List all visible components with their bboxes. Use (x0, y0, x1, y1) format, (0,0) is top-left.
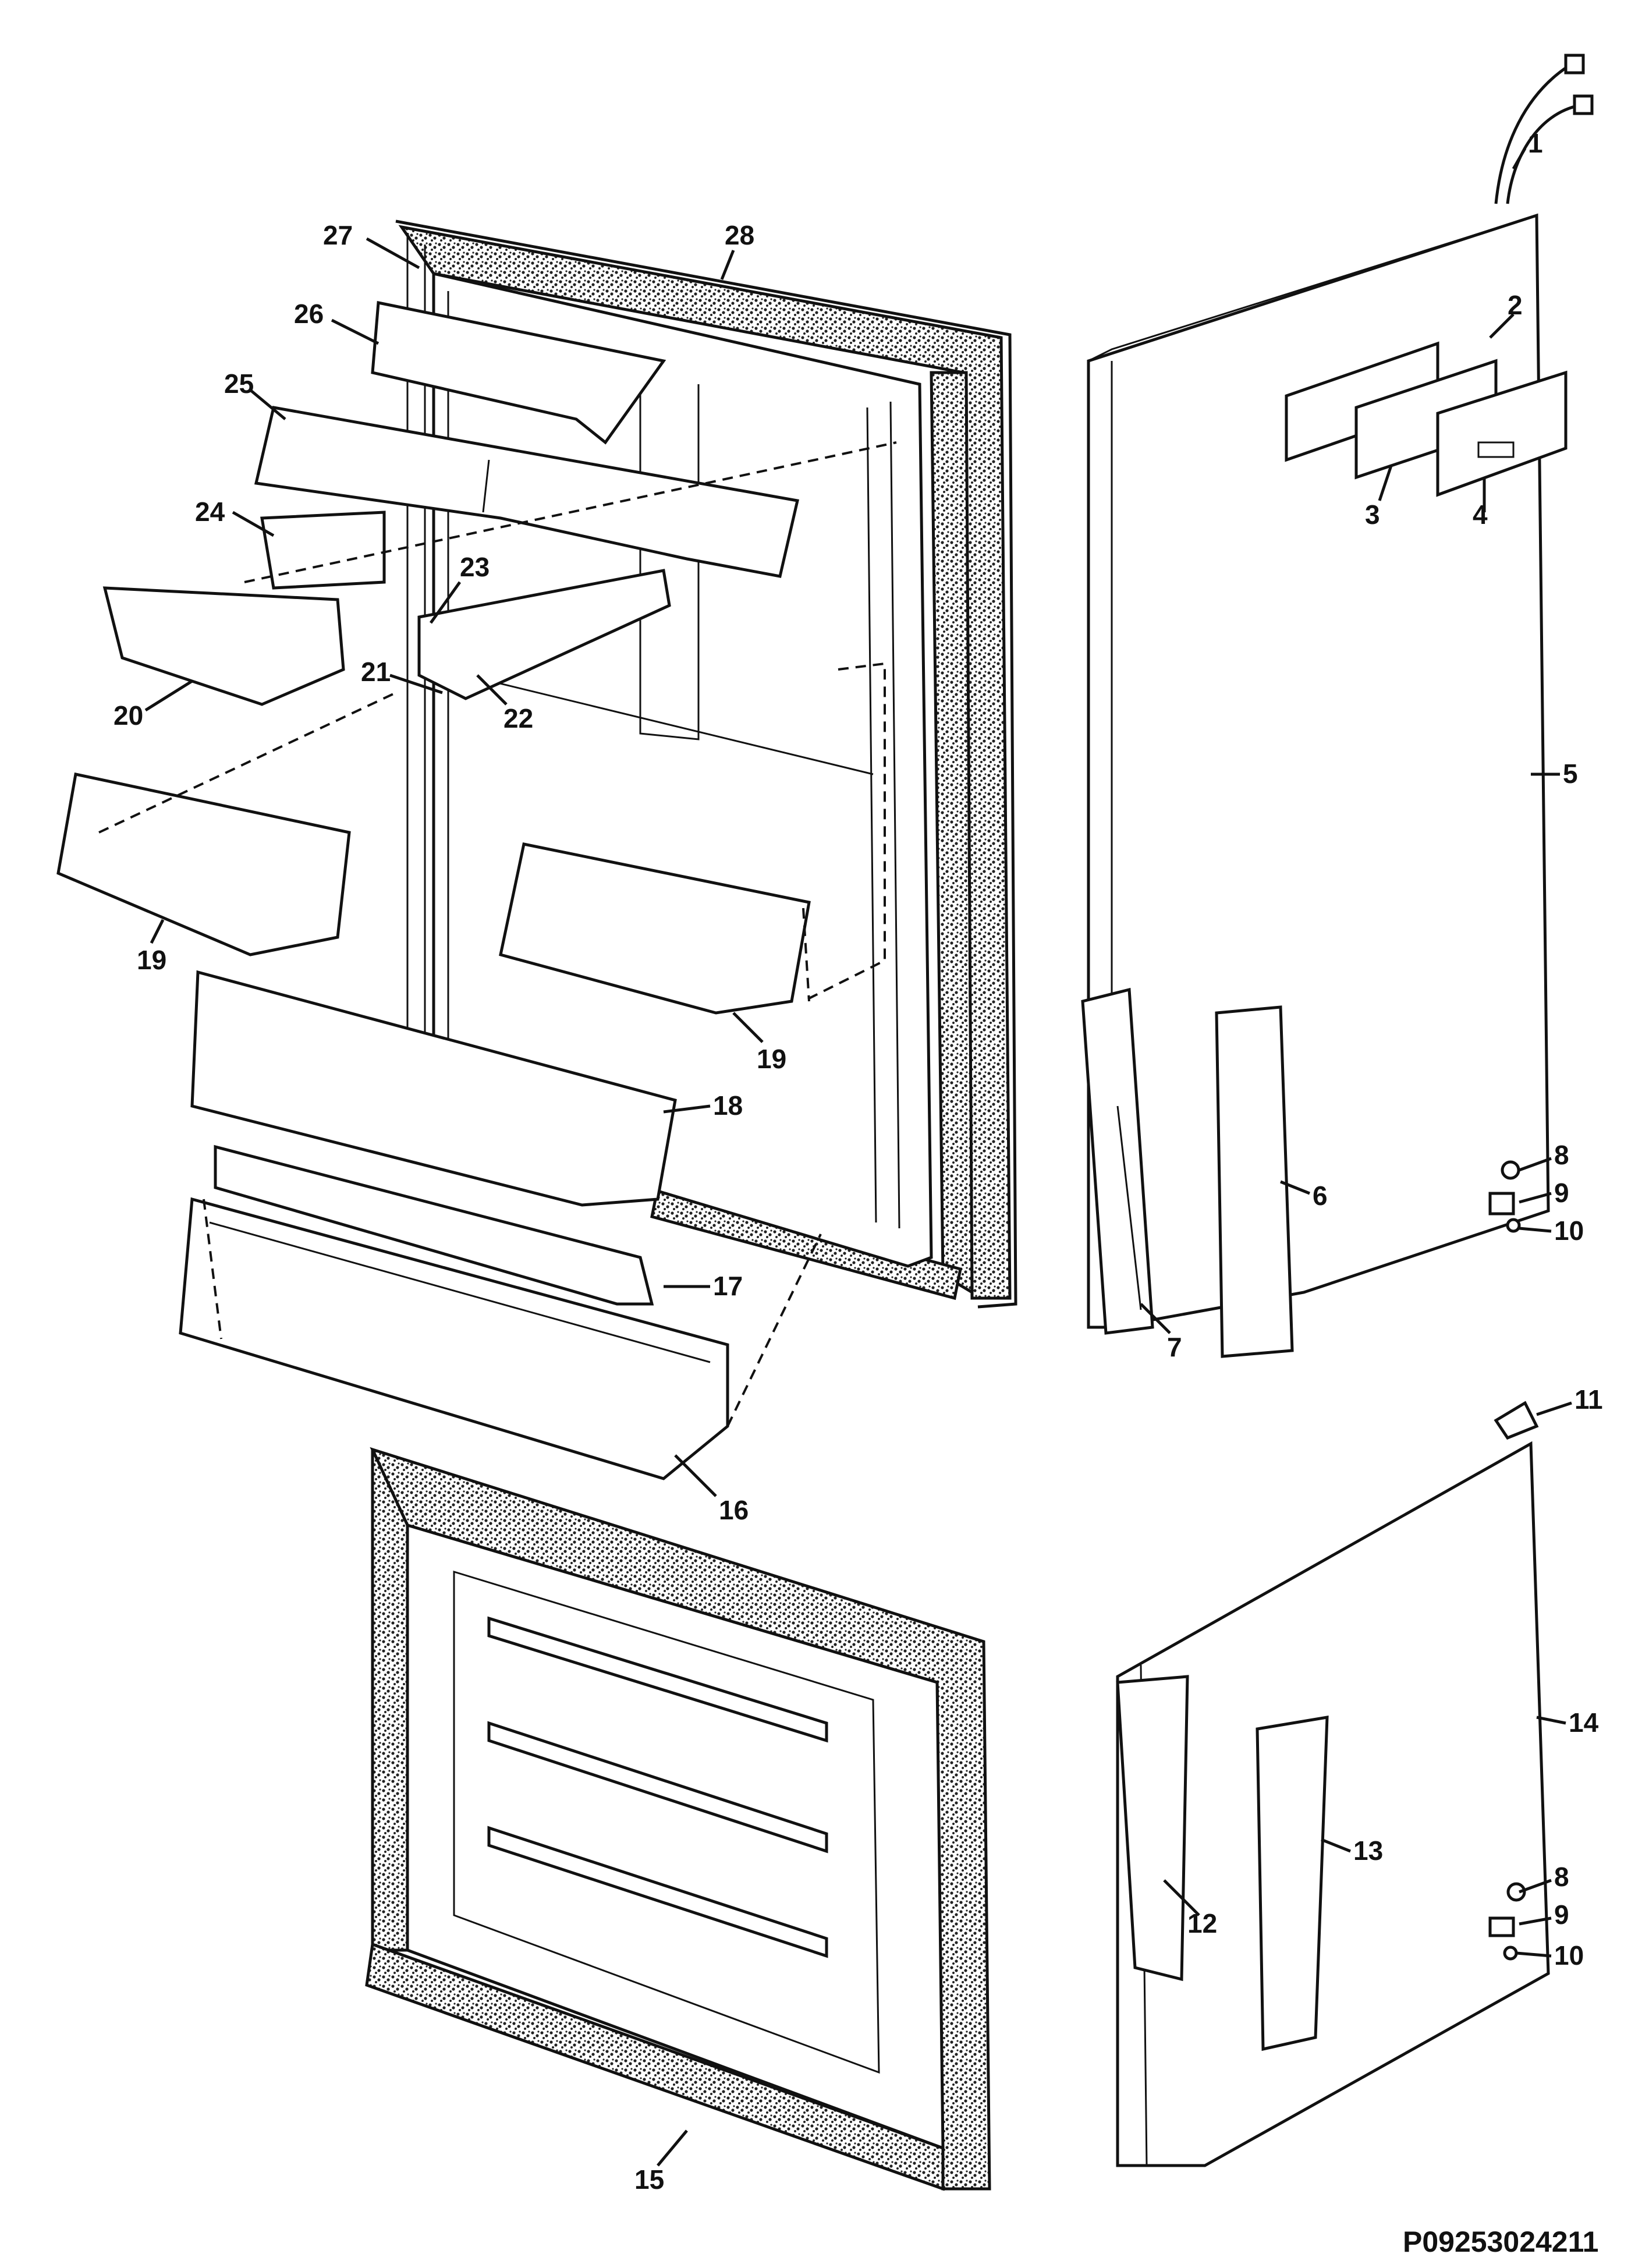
leader-lines (144, 147, 1572, 2167)
door-bin-left (56, 772, 351, 956)
callout-1: 1 (1528, 128, 1543, 158)
callout-6: 6 (1313, 1181, 1328, 1211)
door-handle-lower (1116, 1675, 1329, 2051)
callout-10-upper: 10 (1554, 1215, 1584, 1246)
bottom-door-bin (179, 1197, 729, 1480)
callout-8-upper: 8 (1554, 1140, 1569, 1170)
callout-9-lower: 9 (1554, 1900, 1569, 1930)
control-panel-assembly (1285, 341, 1568, 497)
callout-23: 23 (460, 552, 490, 582)
callout-26: 26 (294, 299, 324, 329)
shelf-front-trim (214, 1144, 654, 1306)
callout-28: 28 (725, 220, 754, 250)
freezer-door-gasket (365, 1447, 991, 2191)
upper-hinge-parts (1488, 1160, 1521, 1233)
callout-4: 4 (1473, 499, 1488, 530)
callout-24: 24 (195, 497, 225, 527)
callout-11: 11 (1574, 1384, 1603, 1415)
callout-22: 22 (503, 703, 533, 733)
power-cord (1494, 54, 1594, 204)
upper-bin-small (260, 511, 386, 590)
callout-10-lower: 10 (1554, 1940, 1584, 1971)
dashed-assembly-lines (98, 441, 897, 1427)
door-shelf-long (190, 970, 677, 1207)
dairy-cover (371, 300, 666, 445)
upper-door-shelf (254, 406, 800, 578)
door-handle-upper (1081, 987, 1294, 1358)
callout-13: 13 (1353, 1835, 1383, 1866)
shelf-bracket (417, 569, 671, 700)
callout-19-left: 19 (137, 945, 166, 975)
cantilever-shelf (102, 586, 345, 706)
callout-3: 3 (1365, 499, 1380, 530)
callout-27: 27 (323, 220, 353, 250)
callout-16: 16 (719, 1495, 749, 1525)
drawing-code: P09253024211 (1403, 2226, 1598, 2258)
callout-9-upper: 9 (1554, 1178, 1569, 1208)
freezer-door-liner (406, 1523, 945, 2150)
callout-2: 2 (1508, 290, 1523, 320)
callout-labels: 1 2 3 4 5 6 7 8 9 10 11 12 13 14 8 9 10 … (114, 128, 1603, 2195)
door-bin-center (499, 842, 811, 1015)
callout-15: 15 (634, 2164, 664, 2195)
callout-19-center: 19 (757, 1044, 786, 1074)
lower-hinge-parts (1488, 1401, 1539, 1961)
callout-20: 20 (114, 700, 143, 731)
callout-7: 7 (1167, 1332, 1182, 1362)
callout-14: 14 (1569, 1707, 1599, 1738)
callout-12: 12 (1187, 1908, 1217, 1939)
callout-17: 17 (713, 1271, 743, 1301)
callout-5: 5 (1563, 759, 1578, 789)
callout-25: 25 (224, 368, 254, 399)
callout-18: 18 (713, 1090, 743, 1121)
callout-8-lower: 8 (1554, 1862, 1569, 1892)
callout-21: 21 (361, 657, 391, 687)
